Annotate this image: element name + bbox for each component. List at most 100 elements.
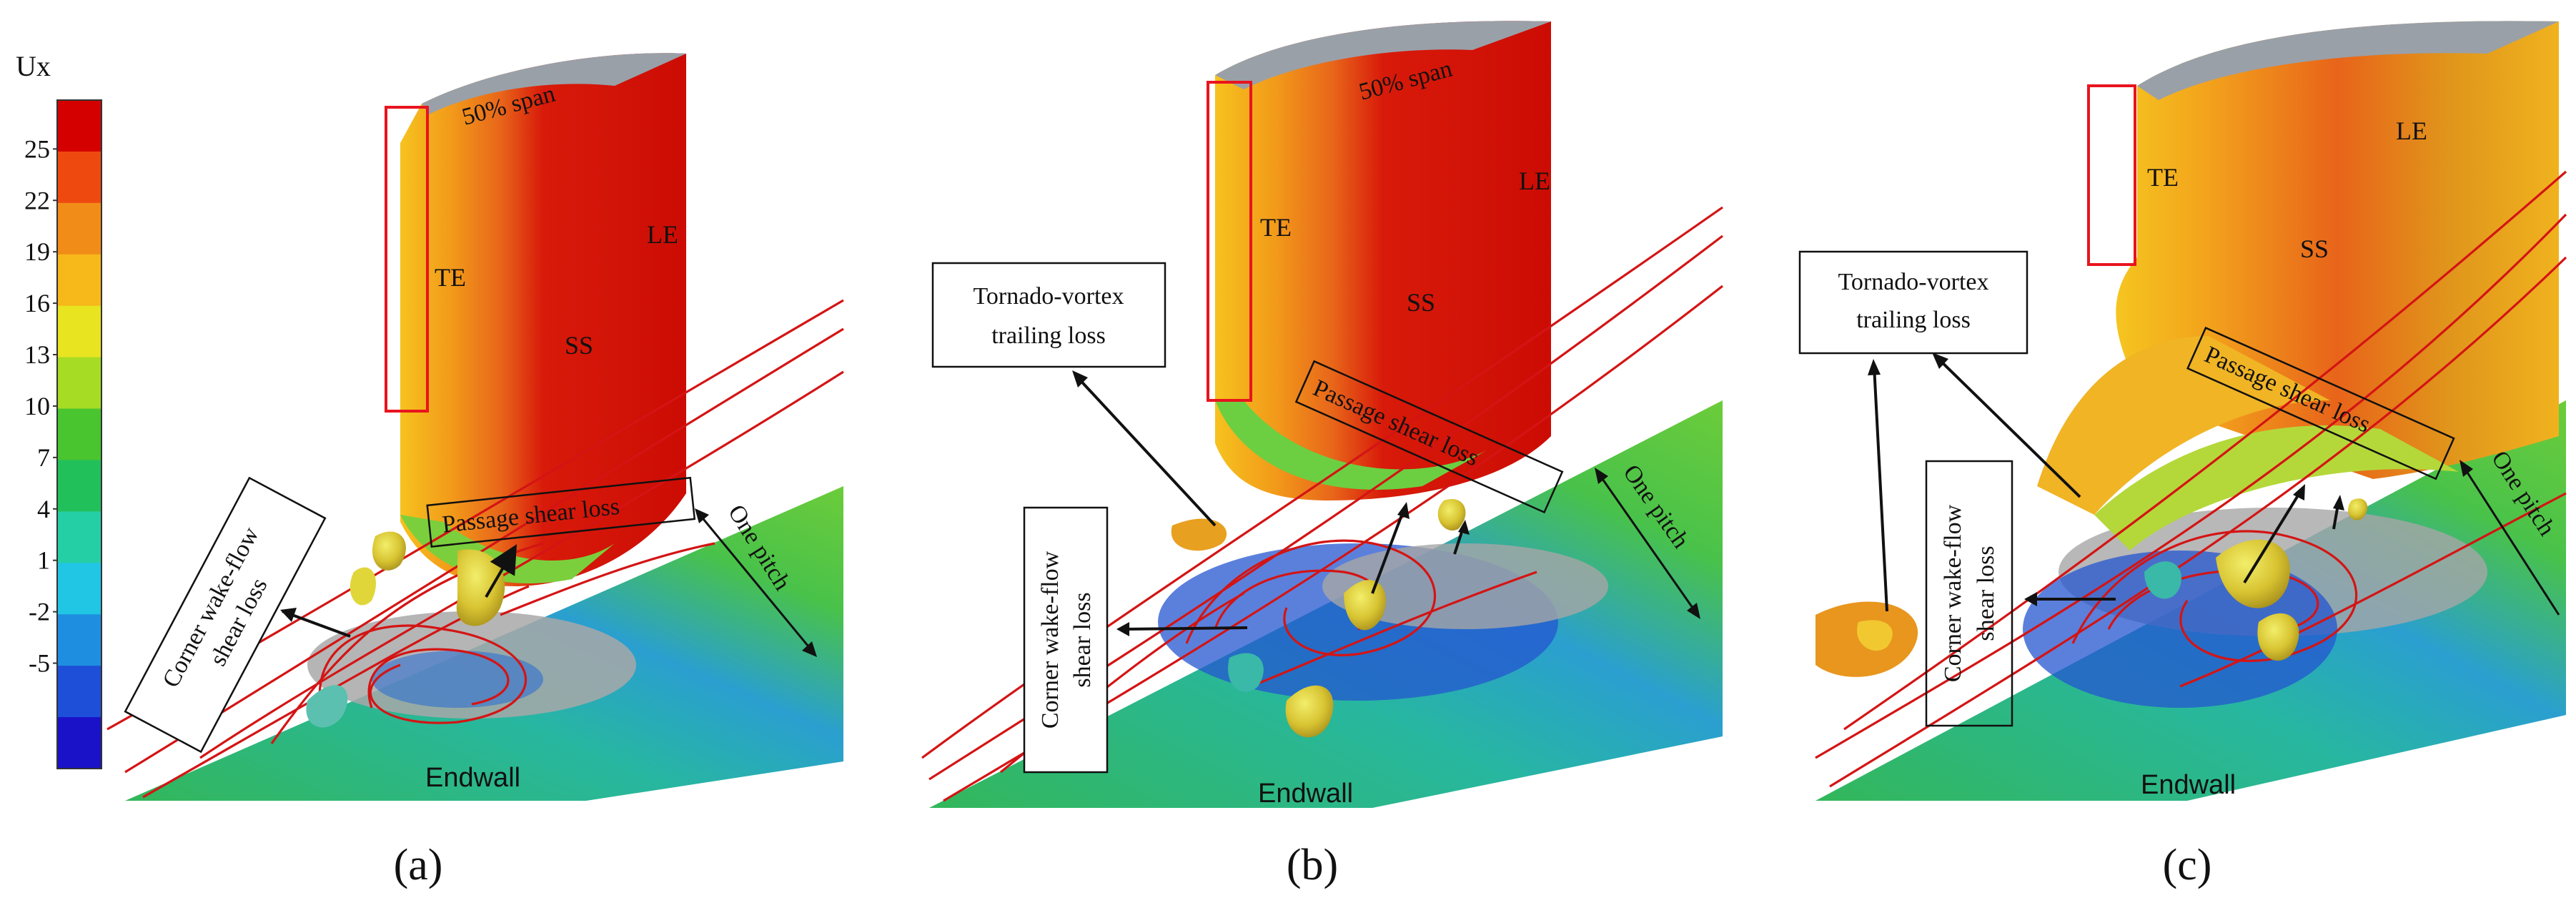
blade-base-flare bbox=[2037, 336, 2330, 515]
blade-base-fillet bbox=[2094, 425, 2459, 551]
corner-wake-box: Corner wake-flow shear loss bbox=[1023, 506, 1109, 774]
colorbar-tick-label: 10 bbox=[24, 392, 50, 420]
colorbar-tick-label: 16 bbox=[24, 289, 50, 317]
blade-base-fillet bbox=[400, 515, 615, 583]
tornado-box bbox=[1798, 250, 2028, 355]
colorbar-ticks: 25 22 19 16 13 10 7 4 1 -2 -5 bbox=[24, 134, 57, 678]
colorbar-tick-label: -5 bbox=[29, 649, 50, 678]
ss-label: SS bbox=[1407, 288, 1435, 317]
colorbar-swatches bbox=[57, 100, 101, 769]
passage-arrow bbox=[485, 544, 517, 598]
colorbar-swatch bbox=[57, 202, 101, 255]
colorbar-tick-label: 22 bbox=[24, 186, 50, 214]
corner-wake-line2: shear loss bbox=[1973, 546, 1999, 641]
endwall-label: Endwall bbox=[1258, 779, 1353, 809]
pitch-arrowhead-top bbox=[1595, 468, 1608, 484]
passage-arrowhead-1 bbox=[2293, 484, 2305, 500]
panel-c: TE LE SS Tornado-vortex trailing loss Pa… bbox=[1798, 21, 2567, 889]
colorbar-tick-label: -2 bbox=[29, 598, 50, 626]
passage-arrow-1 bbox=[2243, 488, 2303, 584]
passage-arrowhead-2 bbox=[2333, 495, 2344, 510]
colorbar-swatch bbox=[57, 460, 101, 512]
tornado-arrowhead-2 bbox=[1932, 352, 1948, 369]
colorbar-swatch bbox=[57, 511, 101, 563]
ss-label: SS bbox=[565, 331, 593, 360]
colorbar-frame bbox=[56, 99, 102, 769]
corner-wake-line2: shear loss bbox=[1069, 592, 1096, 687]
tornado-arrow-2 bbox=[1936, 356, 2081, 498]
colorbar-swatch bbox=[57, 254, 101, 307]
colorbar-tick-label: 25 bbox=[24, 134, 50, 163]
corner-wake-arrowhead bbox=[2024, 592, 2037, 606]
tornado-line2: trailing loss bbox=[1856, 307, 1971, 333]
endwall-label: Endwall bbox=[425, 763, 520, 793]
colorbar-swatch bbox=[57, 151, 101, 204]
te-label: TE bbox=[435, 263, 466, 292]
corner-wake-arrowhead bbox=[1116, 622, 1129, 636]
panel-a: 50% span TE LE SS Passage shear loss Cor… bbox=[106, 53, 844, 889]
passage-arrow-1 bbox=[1371, 507, 1406, 594]
tornado-arrowhead-1 bbox=[1868, 359, 1881, 375]
streamlines bbox=[1815, 170, 2567, 788]
tornado-arrow-1 bbox=[1873, 365, 1888, 612]
blade-surface bbox=[1215, 21, 1551, 501]
grey-region bbox=[1322, 543, 1608, 629]
blade-tip-cap bbox=[422, 53, 686, 114]
tornado-line2: trailing loss bbox=[991, 322, 1106, 349]
vortex-structures bbox=[1815, 498, 2368, 677]
blade-surface bbox=[400, 53, 686, 587]
pitch-arrowhead-top bbox=[695, 508, 709, 523]
corner-wake-arrowhead bbox=[280, 608, 297, 622]
te-label: TE bbox=[1260, 213, 1292, 242]
ss-label: SS bbox=[2300, 235, 2329, 263]
colorbar-swatch bbox=[57, 305, 101, 358]
tornado-box bbox=[931, 262, 1166, 368]
panel-b: 50% span TE LE SS Tornado-vortex trailin… bbox=[921, 21, 1723, 889]
endwall-label: Endwall bbox=[2141, 770, 2236, 800]
blade-tip-cap bbox=[1215, 21, 1551, 89]
pitch-arrowhead-top bbox=[2459, 460, 2473, 477]
corner-wake-line1: Corner wake-flow bbox=[1940, 504, 1966, 682]
le-label: LE bbox=[2396, 117, 2427, 145]
te-label: TE bbox=[2147, 163, 2179, 192]
colorbar-swatch bbox=[57, 357, 101, 410]
colorbar-tick-label: 4 bbox=[37, 495, 50, 523]
passage-arrowhead-1 bbox=[1397, 502, 1410, 519]
colorbar-swatch bbox=[57, 717, 101, 769]
colorbar-tick-label: 7 bbox=[37, 443, 50, 472]
colorbar-swatch bbox=[57, 666, 101, 718]
pitch-arrowhead-bottom bbox=[1687, 603, 1700, 619]
panel-caption: (b) bbox=[1287, 841, 1338, 889]
corner-wake-line1: Corner wake-flow bbox=[1037, 551, 1064, 729]
te-highlight-box bbox=[385, 106, 429, 413]
tornado-arrow bbox=[1074, 374, 1217, 527]
pitch-arrowhead-bottom bbox=[802, 641, 817, 657]
tornado-line1: Tornado-vortex bbox=[974, 283, 1124, 310]
colorbar-tick-label: 1 bbox=[37, 546, 50, 575]
colorbar-swatch bbox=[57, 408, 101, 460]
pitch-arrow bbox=[2461, 464, 2560, 616]
te-highlight-box bbox=[2087, 84, 2136, 266]
blade-tip-cap bbox=[2137, 21, 2559, 100]
le-label: LE bbox=[1519, 167, 1550, 195]
colorbar-tick-label: 13 bbox=[24, 340, 50, 369]
colorbar-tick-label: 19 bbox=[24, 237, 50, 266]
pitch-arrow bbox=[695, 510, 816, 655]
le-label: LE bbox=[647, 220, 678, 249]
te-highlight-box bbox=[1207, 81, 1252, 402]
tornado-arrowhead bbox=[1072, 370, 1088, 388]
tornado-line1: Tornado-vortex bbox=[1838, 269, 1989, 295]
panel-caption: (a) bbox=[394, 841, 443, 889]
corner-wake-arrow bbox=[1123, 626, 1248, 631]
vortex-structures bbox=[1171, 499, 1466, 738]
colorbar-swatch bbox=[57, 563, 101, 615]
colorbar: Ux 25 22 19 16 13 10 7 4 1 -2 -5 bbox=[16, 50, 102, 769]
colorbar-swatch bbox=[57, 100, 101, 152]
pitch-arrow bbox=[1596, 471, 1699, 616]
colorbar-swatch bbox=[57, 614, 101, 666]
passage-arrowhead-2 bbox=[1458, 520, 1470, 535]
blade-base-fillet bbox=[1215, 400, 1487, 490]
colorbar-title: Ux bbox=[16, 50, 51, 82]
panel-caption: (c) bbox=[2163, 841, 2212, 889]
